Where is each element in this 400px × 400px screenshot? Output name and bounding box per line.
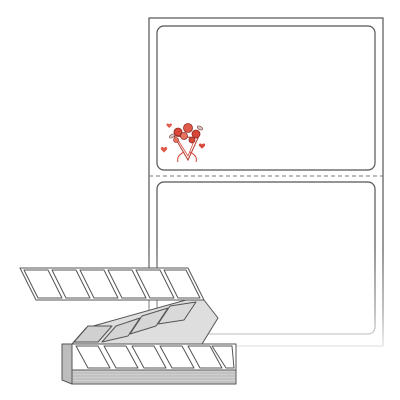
flower-bouquet-icon xyxy=(160,123,206,163)
fanfold-middle-section xyxy=(71,299,219,345)
fanfold-upper-flap xyxy=(19,267,205,301)
fanfold-stack-sides xyxy=(61,343,237,385)
label-top xyxy=(156,25,376,171)
fanfold-lower-flap xyxy=(71,343,237,371)
fanfold-stack xyxy=(19,267,237,385)
